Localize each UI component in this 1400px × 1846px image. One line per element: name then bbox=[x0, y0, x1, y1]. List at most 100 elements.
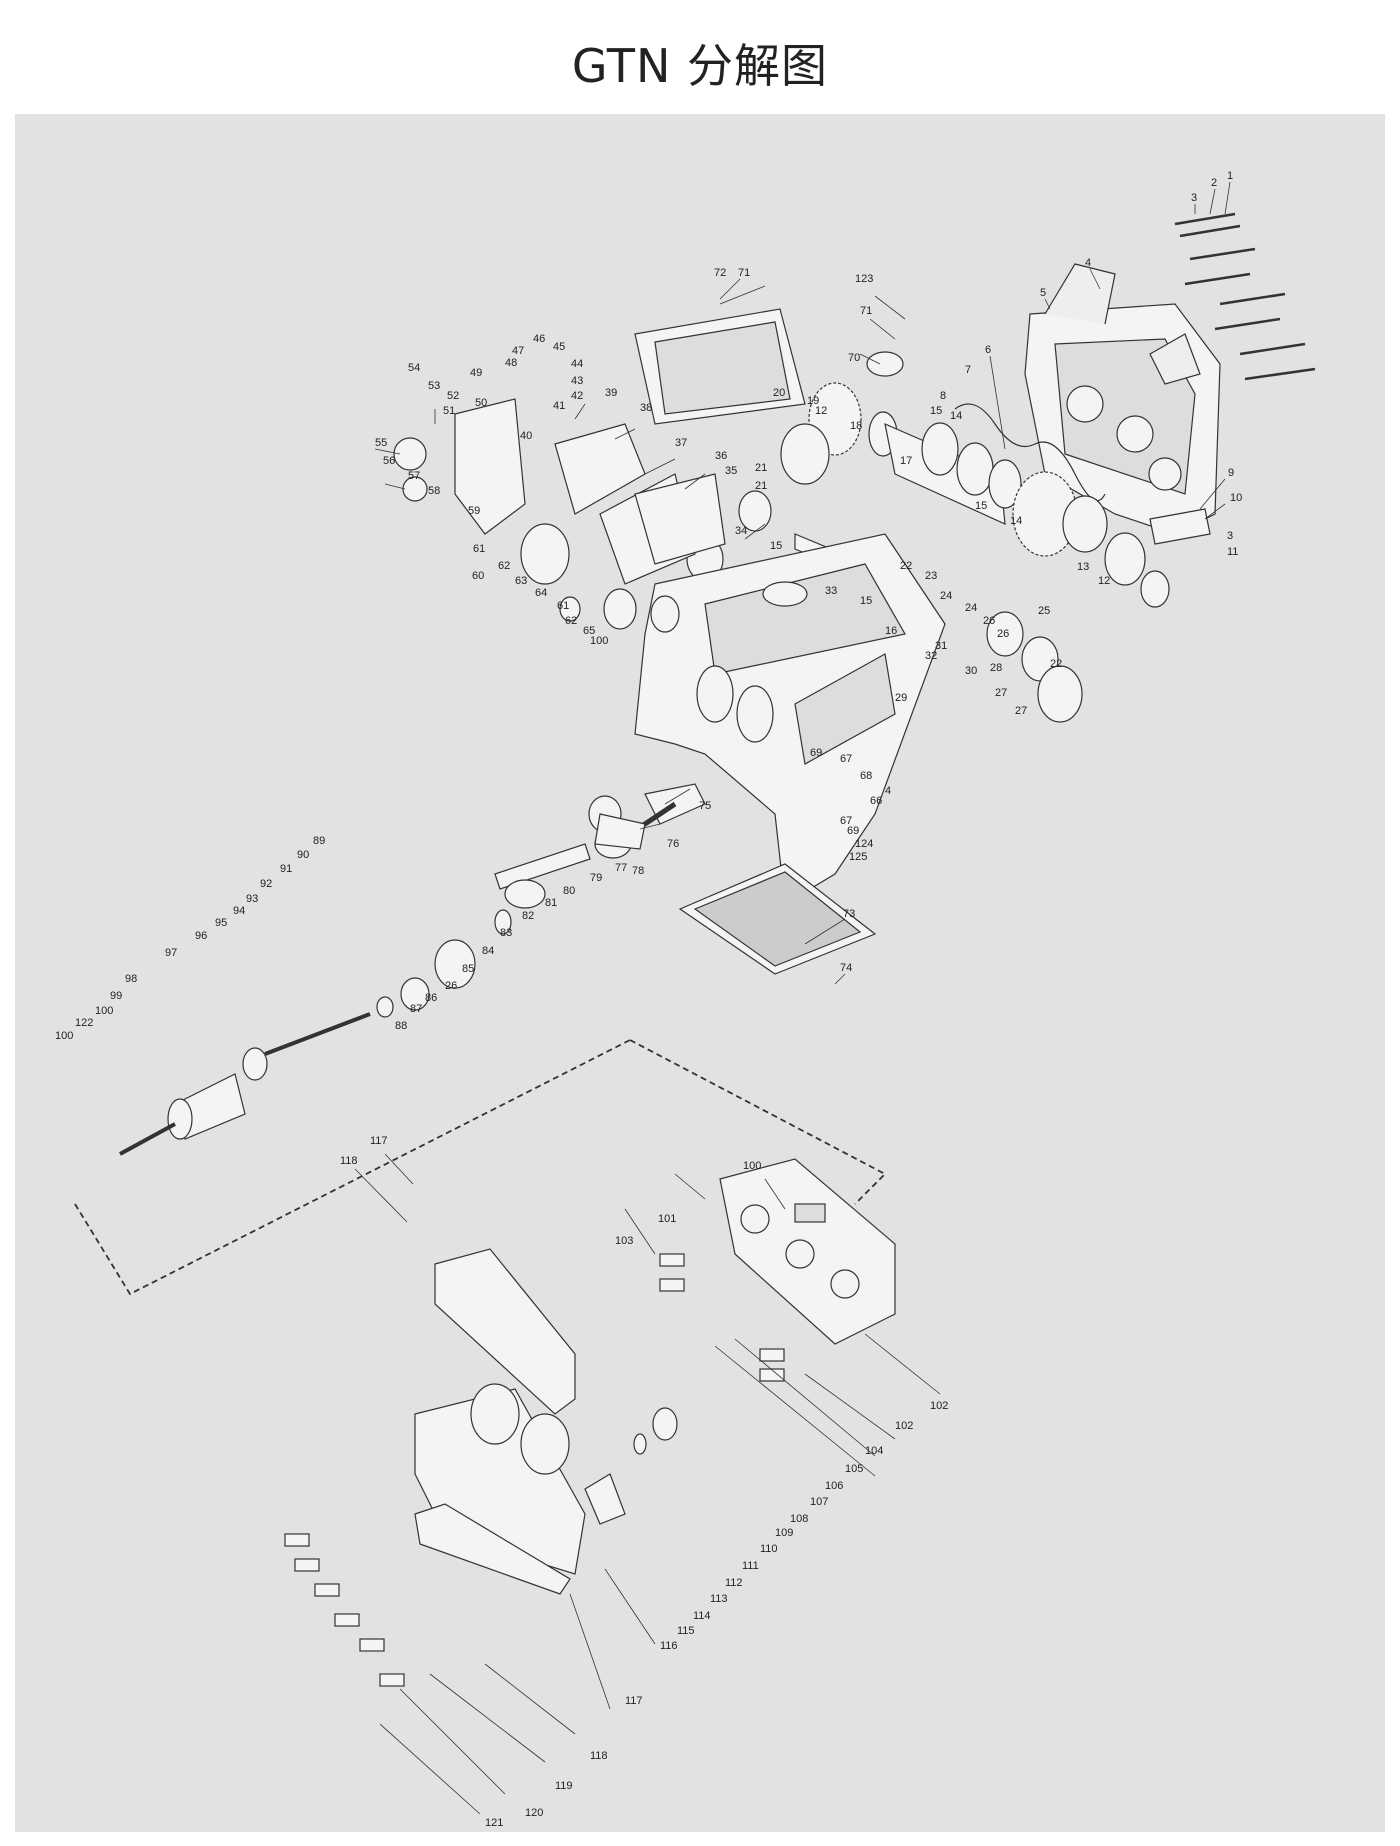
callout: 60 bbox=[472, 570, 484, 582]
callout: 15 bbox=[860, 595, 872, 607]
callout: 54 bbox=[408, 362, 420, 374]
callout: 109 bbox=[775, 1527, 793, 1539]
callout: 90 bbox=[297, 849, 309, 861]
callout: 26 bbox=[983, 615, 995, 627]
callout: 17 bbox=[900, 455, 912, 467]
callout: 30 bbox=[965, 665, 977, 677]
callout: 67 bbox=[840, 815, 852, 827]
plunger-stack bbox=[119, 843, 591, 1156]
gasket-7 bbox=[954, 403, 1106, 502]
callout: 84 bbox=[482, 945, 494, 957]
callout: 93 bbox=[246, 893, 258, 905]
callout: 19 bbox=[807, 395, 819, 407]
callout: 36 bbox=[715, 450, 727, 462]
callout: 29 bbox=[895, 692, 907, 704]
callout: 31 bbox=[935, 640, 947, 652]
callout: 63 bbox=[515, 575, 527, 587]
callout: 64 bbox=[535, 587, 547, 599]
callout: 71 bbox=[738, 267, 750, 279]
callout: 98 bbox=[125, 973, 137, 985]
callout: 9 bbox=[1228, 467, 1234, 479]
callout: 28 bbox=[990, 662, 1002, 674]
callout: 108 bbox=[790, 1513, 808, 1525]
callout: 71 bbox=[860, 305, 872, 317]
callout: 50 bbox=[475, 397, 487, 409]
callout: 100 bbox=[95, 1005, 113, 1017]
callout: 43 bbox=[571, 375, 583, 387]
callout: 15 bbox=[770, 540, 782, 552]
crosshead-73 bbox=[588, 795, 646, 850]
callout: 33 bbox=[825, 585, 837, 597]
callout: 72 bbox=[714, 267, 726, 279]
callout: 14 bbox=[1010, 515, 1022, 527]
callout: 78 bbox=[632, 865, 644, 877]
callout: 41 bbox=[553, 400, 565, 412]
bolt-set bbox=[1174, 212, 1316, 381]
callout: 37 bbox=[675, 437, 687, 449]
callout: 123 bbox=[855, 273, 873, 285]
callout: 117 bbox=[625, 1695, 643, 1707]
callout: 99 bbox=[110, 990, 122, 1002]
callout: 32 bbox=[925, 650, 937, 662]
callout: 88 bbox=[395, 1020, 407, 1032]
callout: 26 bbox=[997, 628, 1009, 640]
callout: 1 bbox=[1227, 170, 1233, 182]
callout: 21 bbox=[755, 462, 767, 474]
callout: 86 bbox=[425, 992, 437, 1004]
callout: 89 bbox=[313, 835, 325, 847]
callout: 114 bbox=[693, 1610, 711, 1622]
callout: 59 bbox=[468, 505, 480, 517]
callout: 27 bbox=[1015, 705, 1027, 717]
callout: 21 bbox=[755, 480, 767, 492]
callout: 40 bbox=[520, 430, 532, 442]
callout: 102 bbox=[930, 1400, 948, 1412]
callout: 105 bbox=[845, 1463, 863, 1475]
leader-lines bbox=[354, 181, 1231, 1815]
callout: 120 bbox=[525, 1807, 543, 1819]
crankcase-housing bbox=[1024, 263, 1221, 535]
callout: 100 bbox=[590, 635, 608, 647]
callout: 16 bbox=[885, 625, 897, 637]
callout: 22 bbox=[900, 560, 912, 572]
callout: 85 bbox=[462, 963, 474, 975]
callout: 106 bbox=[825, 1480, 843, 1492]
callout: 67 bbox=[840, 753, 852, 765]
discharge-block-117 bbox=[434, 1248, 576, 1415]
callout: 38 bbox=[640, 402, 652, 414]
callout: 46 bbox=[533, 333, 545, 345]
callout: 100 bbox=[743, 1160, 761, 1172]
callout: 112 bbox=[725, 1577, 743, 1589]
callout: 24 bbox=[965, 602, 977, 614]
plugs-102 bbox=[659, 1253, 785, 1382]
callout: 81 bbox=[545, 897, 557, 909]
callout: 48 bbox=[505, 357, 517, 369]
callout: 77 bbox=[615, 862, 627, 874]
callout: 118 bbox=[340, 1155, 358, 1167]
callout: 104 bbox=[865, 1445, 883, 1457]
callout: 23 bbox=[925, 570, 937, 582]
callout: 56 bbox=[383, 455, 395, 467]
callout: 39 bbox=[605, 387, 617, 399]
inspection-cap-67 bbox=[866, 351, 904, 377]
top-cover-123 bbox=[634, 308, 806, 425]
pump-frame-122 bbox=[634, 533, 946, 905]
callout: 24 bbox=[940, 590, 952, 602]
callout: 13 bbox=[1077, 561, 1089, 573]
callout: 96 bbox=[195, 930, 207, 942]
callout: 80 bbox=[563, 885, 575, 897]
cover-plate-9 bbox=[1149, 508, 1211, 545]
callout: 79 bbox=[590, 872, 602, 884]
callout: 102 bbox=[895, 1420, 913, 1432]
callout: 125 bbox=[849, 851, 867, 863]
callout: 12 bbox=[815, 405, 827, 417]
callout: 2 bbox=[1211, 177, 1217, 189]
callout: 101 bbox=[658, 1213, 676, 1225]
callout: 66 bbox=[870, 795, 882, 807]
callout: 45 bbox=[553, 341, 565, 353]
callout: 49 bbox=[470, 367, 482, 379]
callout: 25 bbox=[1038, 605, 1050, 617]
callout: 44 bbox=[571, 358, 583, 370]
callout: 65 bbox=[583, 625, 595, 637]
callout: 100 bbox=[55, 1030, 73, 1042]
callout: 119 bbox=[555, 1780, 573, 1792]
